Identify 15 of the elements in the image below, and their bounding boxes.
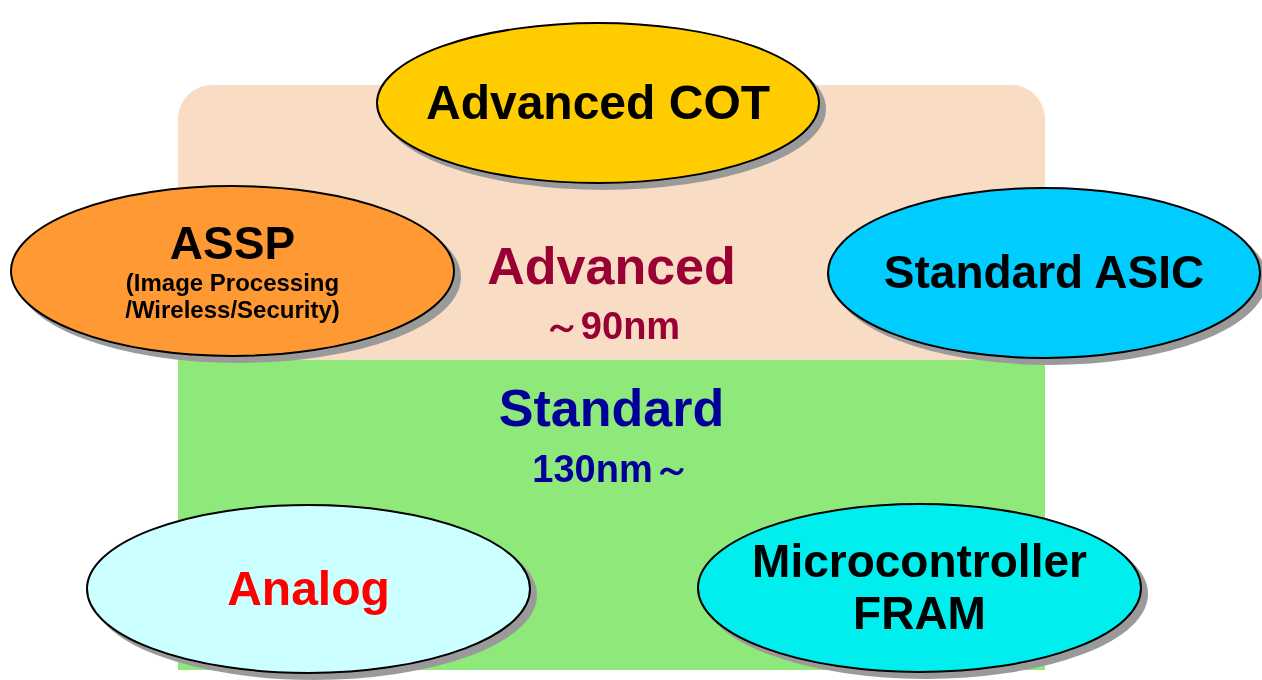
category-label: Analog [227, 562, 390, 616]
category-label: Microcontroller FRAM [751, 536, 1088, 640]
category-ellipse [827, 187, 1261, 359]
category-ellipse [10, 185, 455, 357]
category-ellipse [697, 503, 1142, 673]
category-label: Standard ASIC [883, 247, 1205, 299]
category-label: ASSP [169, 218, 296, 270]
category-ellipse [376, 22, 820, 184]
region-title: Standard [498, 382, 725, 434]
category-ellipse [86, 504, 531, 674]
node-size-label: ～90nm [542, 307, 681, 345]
category-label: Advanced COT [425, 76, 771, 130]
node-size-label: 130nm～ [532, 450, 691, 488]
region-title: Advanced [487, 240, 736, 292]
category-note: (Image Processing /Wireless/Security) [124, 269, 341, 324]
